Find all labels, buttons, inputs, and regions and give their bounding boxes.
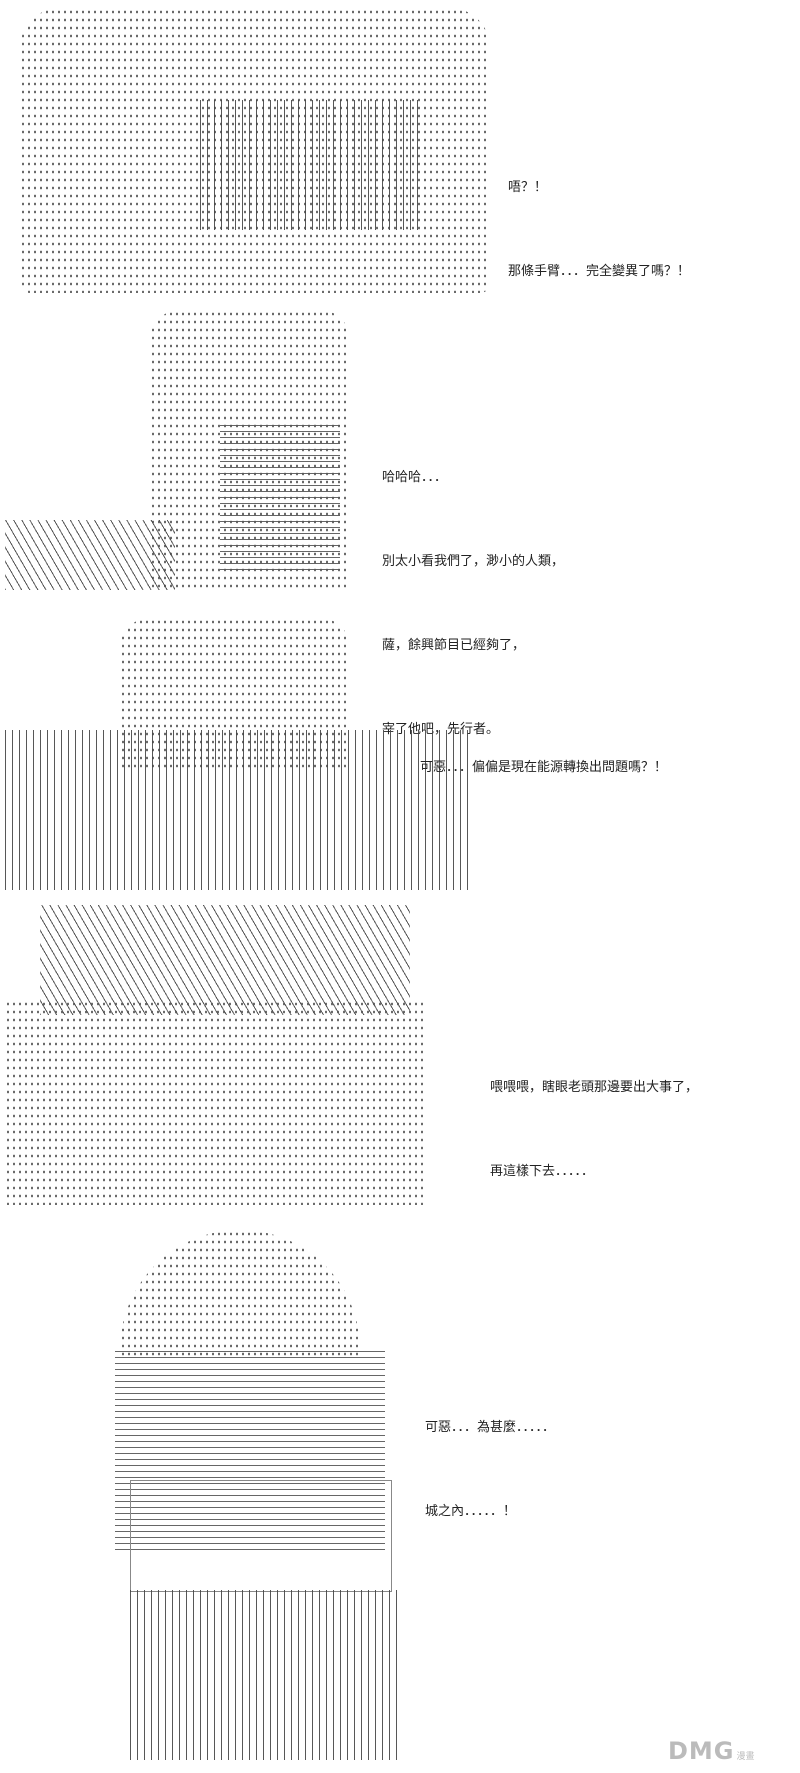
dialogue-line: 別太小看我們了，渺小的人類， <box>382 554 565 569</box>
panel-1: 唔？！ 那條手臂．．．完全變異了嗎？！ <box>0 0 800 300</box>
ascii-art-collar <box>130 1480 392 1592</box>
watermark-subtext: 漫畫 <box>736 1752 755 1762</box>
watermark-text: DMG <box>668 1737 735 1765</box>
dialogue-line: 那條手臂．．．完全變異了嗎？！ <box>508 264 691 279</box>
dialogue-1: 唔？！ 那條手臂．．．完全變異了嗎？！ <box>508 118 690 342</box>
panel-2: 哈哈哈．．． 別太小看我們了，渺小的人類， 薩，餘興節目已經夠了， 宰了他吧，先… <box>0 300 800 737</box>
dialogue-line: 薩，餘興節目已經夠了， <box>382 638 526 653</box>
ascii-art-ground-debris <box>5 520 175 590</box>
ascii-art-figure-shading <box>220 420 340 570</box>
ascii-art-body <box>5 730 470 890</box>
ascii-art-head-top <box>120 1230 360 1360</box>
dialogue-5: 可惡．．．為甚麼．．．．． 城之內．．．．．！ <box>425 1358 555 1582</box>
dialogue-line: 唔？！ <box>508 180 548 195</box>
dialogue-line: 可惡．．．偏偏是現在能源轉換出問題嗎？！ <box>420 760 668 775</box>
ascii-art-hair <box>40 905 410 1015</box>
dialogue-3: 可惡．．．偏偏是現在能源轉換出問題嗎？！ <box>420 698 667 838</box>
ascii-art-face-detail <box>115 1350 385 1550</box>
dialogue-4: 喂喂喂，瞎眼老頭那邊要出大事了， 再這樣下去．．．．． <box>490 1018 698 1242</box>
panel-3: 可惡．．．偏偏是現在能源轉換出問題嗎？！ <box>0 610 800 900</box>
ascii-art-jacket <box>130 1590 400 1760</box>
dialogue-line: 再這樣下去．．．．． <box>490 1164 595 1179</box>
dialogue-2: 哈哈哈．．． 別太小看我們了，渺小的人類， 薩，餘興節目已經夠了， 宰了他吧，先… <box>382 408 564 800</box>
dialogue-line: 喂喂喂，瞎眼老頭那邊要出大事了， <box>490 1080 699 1095</box>
dialogue-line: 可惡．．．為甚麼．．．．． <box>425 1420 556 1435</box>
dialogue-line: 哈哈哈．．． <box>382 470 448 485</box>
dialogue-line: 城之內．．．．．！ <box>425 1504 517 1519</box>
ascii-art-face <box>5 1000 425 1205</box>
panel-5: 可惡．．．為甚麼．．．．． 城之內．．．．．！ <box>0 1210 800 1773</box>
ascii-art-arm-detail <box>200 100 420 230</box>
panel-4: 喂喂喂，瞎眼老頭那邊要出大事了， 再這樣下去．．．．． <box>0 900 800 1210</box>
